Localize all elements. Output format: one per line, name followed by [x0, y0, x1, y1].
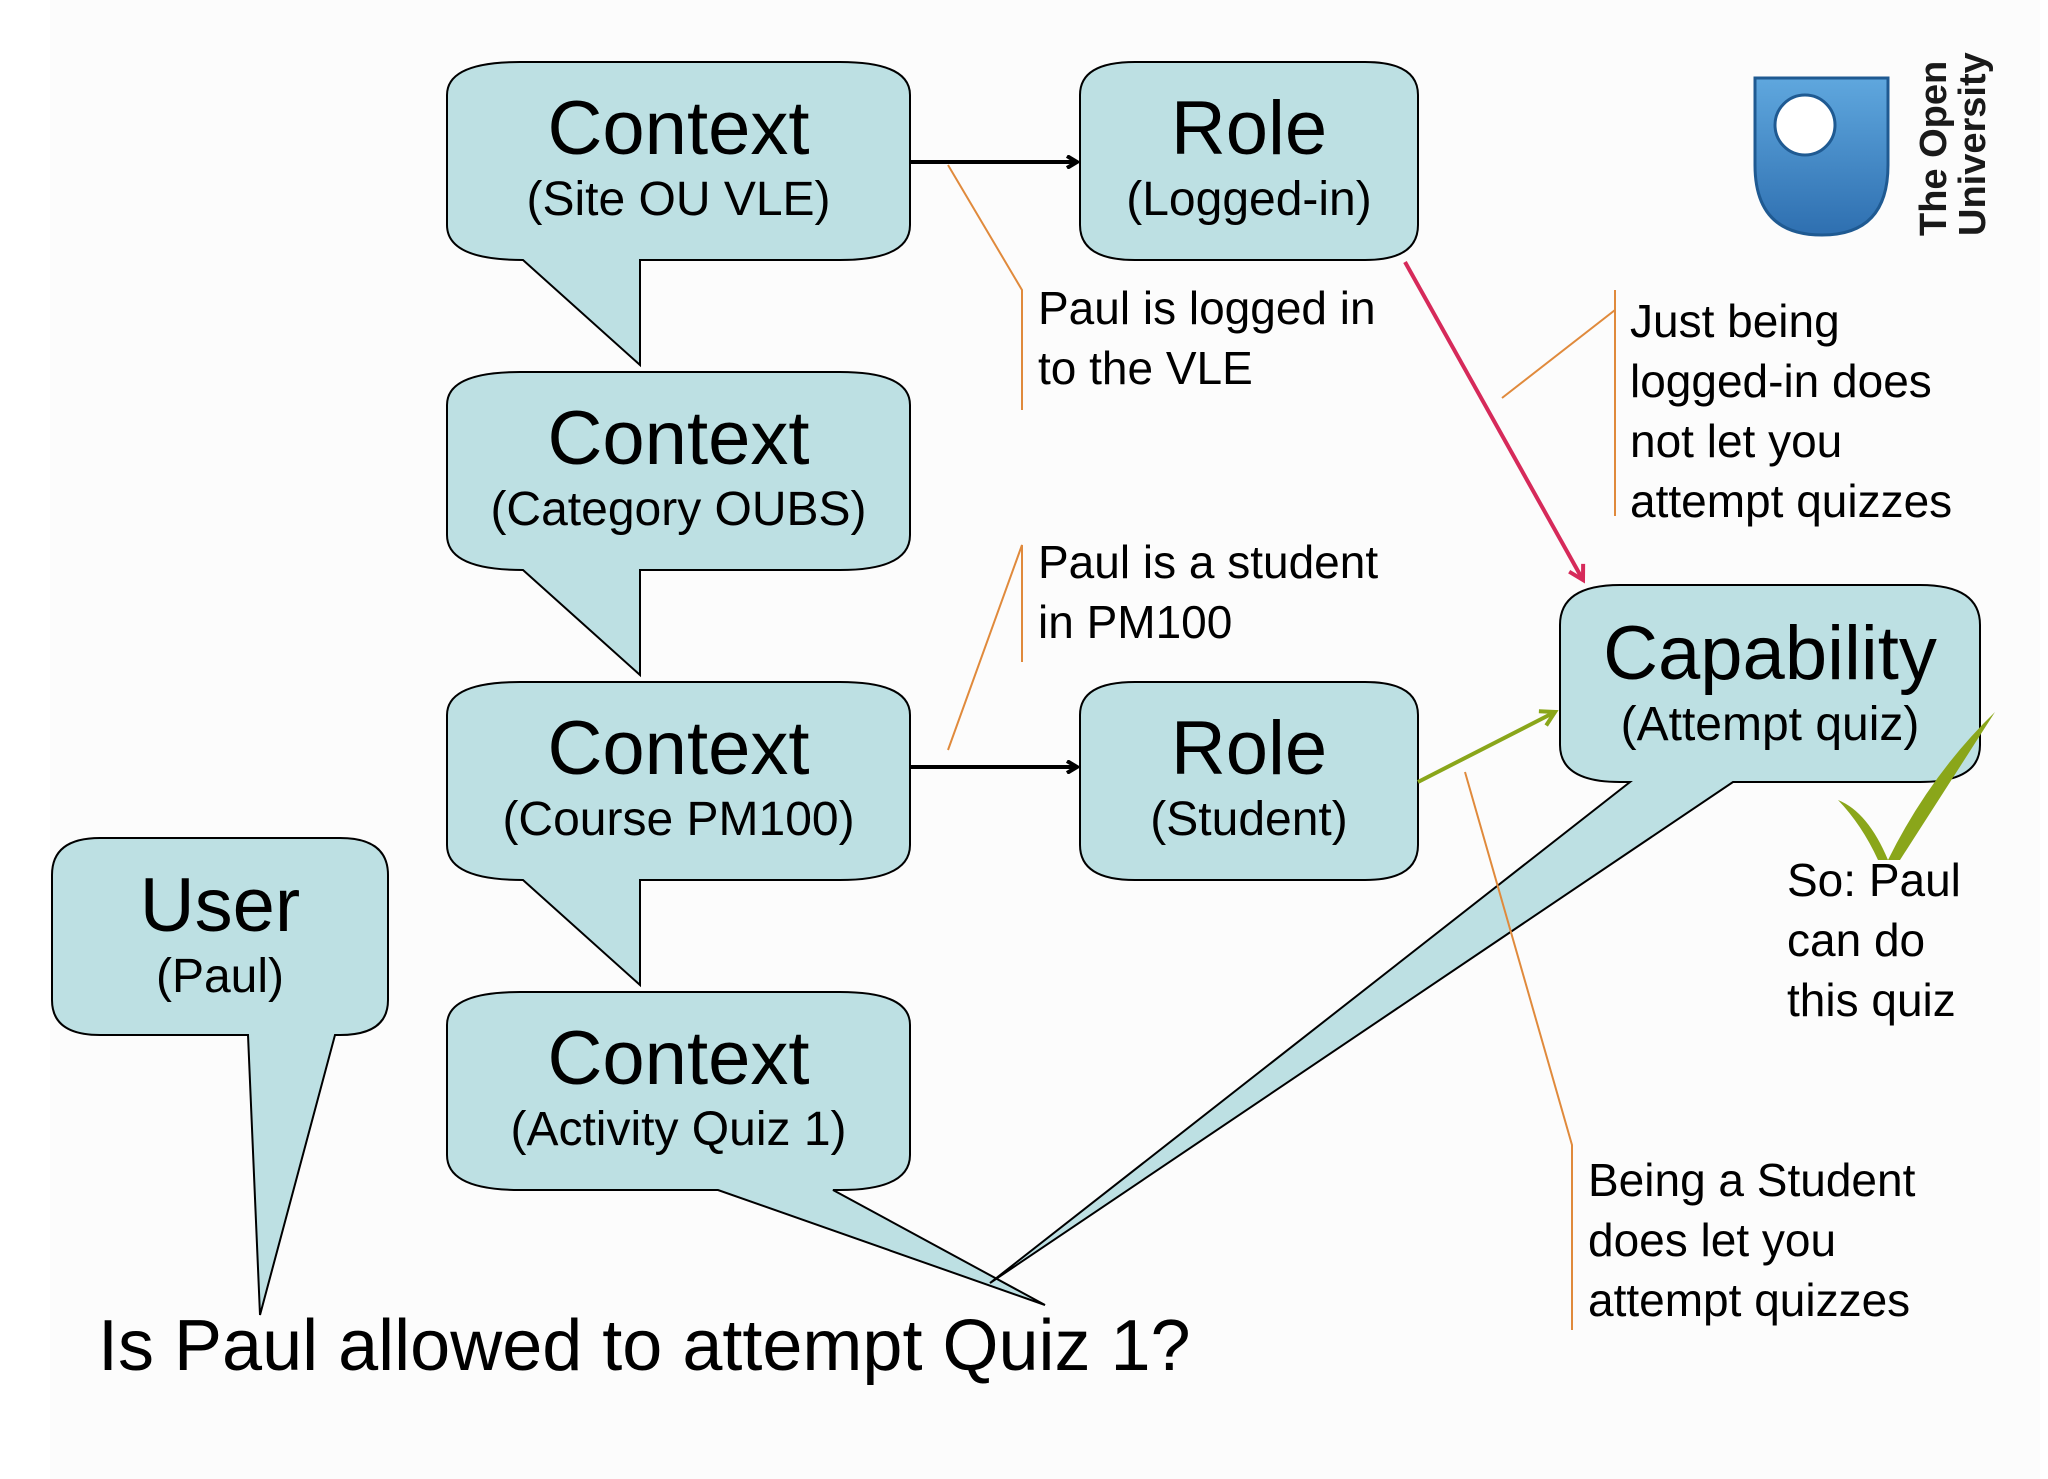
context-activity-subtitle: (Activity Quiz 1) — [510, 1103, 847, 1157]
context-activity-label: Context (Activity Quiz 1) — [447, 1015, 910, 1158]
context-site-subtitle: (Site OU VLE) — [526, 173, 831, 227]
callout-line-student — [947, 544, 1023, 751]
open-university-shield-icon — [1753, 76, 1890, 237]
note-conclusion-line-2: can do — [1787, 914, 1926, 966]
context-course-bubble — [446, 681, 911, 988]
context-course-subtitle: (Course PM100) — [502, 793, 855, 847]
logo-line-1: The Open — [1913, 60, 1955, 236]
note-student-line-1: Paul is a student — [1038, 536, 1379, 588]
note-just-logged-in-line-3: not let you — [1630, 415, 1843, 467]
user-bubble — [51, 837, 389, 1316]
role-student-bubble — [1079, 681, 1419, 881]
context-activity-bubble — [446, 991, 1046, 1306]
note-conclusion-line-3: this quiz — [1787, 974, 1956, 1026]
context-category-bubble — [446, 371, 911, 678]
callout-line-just-logged-in — [1501, 290, 1616, 516]
user-title: User — [139, 863, 301, 948]
note-being-student-line-1: Being a Student — [1588, 1154, 1916, 1206]
role-student-subtitle: (Student) — [1150, 793, 1348, 847]
note-conclusion-line-1: So: Paul — [1787, 854, 1961, 906]
context-course-title: Context — [547, 706, 810, 791]
note-being-student: Being a Student does let you attempt qui… — [1588, 1150, 1915, 1330]
context-category-label: Context (Category OUBS) — [447, 395, 910, 538]
role-loggedin-bubble — [1079, 61, 1419, 261]
note-being-student-line-3: attempt quizzes — [1588, 1274, 1911, 1326]
user-label: User (Paul) — [52, 862, 388, 1005]
note-being-student-line-2: does let you — [1588, 1214, 1837, 1266]
role-loggedin-label: Role (Logged-in) — [1080, 85, 1418, 228]
note-logged-in: Paul is logged in to the VLE — [1038, 278, 1376, 398]
user-subtitle: (Paul) — [155, 950, 285, 1004]
context-site-title: Context — [547, 86, 810, 171]
note-just-logged-in-line-2: logged-in does — [1630, 355, 1932, 407]
context-category-title: Context — [547, 396, 810, 481]
role-loggedin-title: Role — [1170, 86, 1328, 171]
context-category-subtitle: (Category OUBS) — [490, 483, 867, 537]
context-site-label: Context (Site OU VLE) — [447, 85, 910, 228]
role-student-label: Role (Student) — [1080, 705, 1418, 848]
note-just-logged-in-line-4: attempt quizzes — [1630, 475, 1953, 527]
role-loggedin-subtitle: (Logged-in) — [1126, 173, 1372, 227]
arrow-student-to-capability — [1417, 712, 1555, 784]
check-mark-icon — [1838, 712, 1995, 860]
callout-line-logged-in — [947, 164, 1023, 410]
context-course-label: Context (Course PM100) — [447, 705, 910, 848]
capability-label: Capability (Attempt quiz) — [1560, 610, 1980, 753]
context-site-bubble — [446, 61, 911, 368]
context-activity-title: Context — [547, 1016, 810, 1101]
capability-subtitle: (Attempt quiz) — [1620, 698, 1920, 752]
capability-title: Capability — [1603, 611, 1937, 696]
note-student-line-2: in PM100 — [1038, 596, 1233, 648]
role-student-title: Role — [1170, 706, 1328, 791]
question-text: Is Paul allowed to attempt Quiz 1? — [98, 1306, 1191, 1386]
note-student: Paul is a student in PM100 — [1038, 532, 1378, 652]
note-logged-in-line-1: Paul is logged in — [1038, 282, 1376, 334]
note-just-logged-in: Just being logged-in does not let you at… — [1630, 291, 1952, 531]
note-logged-in-line-2: to the VLE — [1038, 342, 1253, 394]
note-just-logged-in-line-1: Just being — [1630, 295, 1840, 347]
note-conclusion: So: Paul can do this quiz — [1787, 850, 1961, 1030]
logo-line-2: University — [1952, 52, 1994, 236]
capability-bubble — [989, 584, 1981, 1284]
callout-line-being-student — [1464, 771, 1573, 1330]
arrow-loggedin-to-capability — [1403, 261, 1583, 580]
